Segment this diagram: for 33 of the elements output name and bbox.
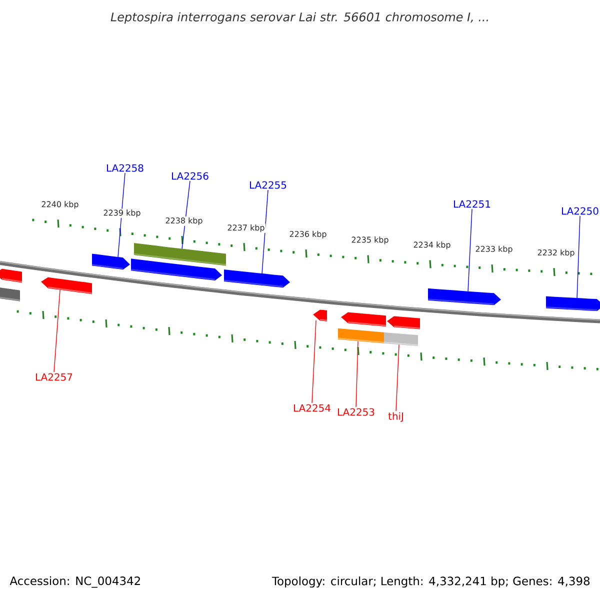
gene-label: LA2256 xyxy=(172,172,208,180)
gene-bar xyxy=(338,328,384,344)
title: Leptospira interrogans serovar Lai str. 56601 chromosome I, ... xyxy=(110,12,488,24)
gene-block xyxy=(224,270,290,288)
gene-block xyxy=(387,316,420,330)
leader-line xyxy=(396,344,400,412)
footer-text: Accession: NC_004342 xyxy=(10,576,140,588)
gene-label: LA2253 xyxy=(338,408,374,416)
gene-label: LA2251 xyxy=(454,200,490,208)
gene-bar xyxy=(384,332,418,346)
gene-block xyxy=(92,254,130,270)
footer-text: Topology: circular; Length: 4,332,241 bp; Genes: 4,398 xyxy=(272,576,590,588)
gene-label: LA2250 xyxy=(562,207,598,215)
leader-line xyxy=(118,172,126,258)
leader-line xyxy=(468,208,472,292)
gene-label: LA2255 xyxy=(250,181,286,189)
gene-block xyxy=(341,312,386,327)
leader-line xyxy=(262,190,268,274)
gene-block xyxy=(41,277,92,294)
gene-block xyxy=(546,296,600,312)
gene-label: LA2257 xyxy=(36,373,72,381)
gene-label: LA2254 xyxy=(294,404,330,412)
leader-line xyxy=(312,320,316,404)
leader-line xyxy=(576,216,580,298)
leader-line xyxy=(54,290,60,372)
gene-label: thiJ xyxy=(388,412,403,422)
gene-label: LA2258 xyxy=(107,164,144,172)
gene-block xyxy=(0,268,22,283)
gene-block xyxy=(428,288,501,306)
gene-bar xyxy=(134,243,226,266)
gene-bar xyxy=(0,286,20,302)
leader-line xyxy=(356,340,358,408)
gene-block xyxy=(313,310,328,322)
